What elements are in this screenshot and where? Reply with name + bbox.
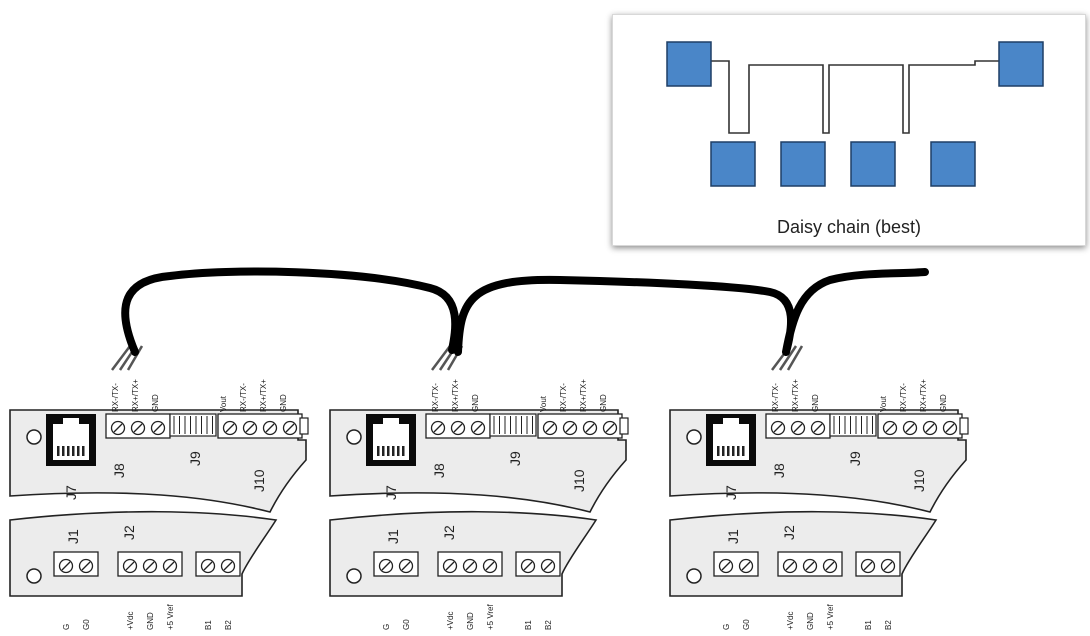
bottom-pin-label: +5 Vref [166,604,175,630]
bottom-pin-label: G [722,624,731,630]
bottom-pin-label: +Vdc [126,612,135,630]
j1-label: J1 [725,529,741,544]
header-j9 [169,413,217,437]
bottom-pin-label: G [62,624,71,630]
j8-pin-label: RX-/TX- [431,383,440,412]
j10-pin-label: GND [599,394,608,412]
j8-pin-label: GND [811,394,820,412]
j10-label: J10 [911,469,927,492]
j10-pin-label: RX+/TX+ [579,379,588,412]
j8-pin-label: RX-/TX- [111,383,120,412]
controller-board-2: RX-/TX- RX+/TX+ GND Vout RX-/TX- RX+/TX+ GND J7… [329,345,629,630]
bottom-pin-label: +Vdc [446,612,455,630]
mounting-hole [686,429,702,445]
j10-pin-label: RX-/TX- [559,383,568,412]
j10-pin-label: RX+/TX+ [259,379,268,412]
j7-label: J7 [723,485,739,500]
j10-label: J10 [251,469,267,492]
daisy-chain-cable [121,267,929,356]
daisy-chain-topology [666,41,1044,187]
bottom-pin-label: GND [466,612,475,630]
j10-pin-label: Vout [219,395,228,412]
j10-pin-label: Vout [539,395,548,412]
bottom-pin-label: +Vdc [786,612,795,630]
j10-pin-label: GND [939,394,948,412]
j8-pin-label: GND [151,394,160,412]
bottom-pin-label: B2 [884,620,893,630]
j8-pin-label: GND [471,394,480,412]
mounting-hole [26,429,42,445]
bottom-pin-label: GND [146,612,155,630]
daisy-chain-inset: Daisy chain (best) [612,14,1086,246]
chain-node-4 [930,141,976,187]
chain-end-node-right [998,41,1044,87]
header-j9 [489,413,537,437]
chain-end-node-left [666,41,712,87]
mounting-hole [26,568,42,584]
j2-label: J2 [121,525,137,540]
j10-pin-label: RX-/TX- [899,383,908,412]
j9-label: J9 [847,451,863,466]
controller-board-1: RX-/TX- RX+/TX+ GND Vout RX-/TX- RX+/TX+ GND J7… [9,345,309,630]
j8-pin-label: RX+/TX+ [791,379,800,412]
j10-label: J10 [571,469,587,492]
bottom-pin-label: G0 [742,619,751,630]
j7-label: J7 [383,485,399,500]
j9-label: J9 [187,451,203,466]
j8-pin-label: RX+/TX+ [451,379,460,412]
bottom-pin-label: G [382,624,391,630]
bottom-pin-label: GND [806,612,815,630]
bottom-pin-label: B1 [524,620,533,630]
j8-label: J8 [111,463,127,478]
mounting-hole [346,568,362,584]
bottom-pin-label: G0 [82,619,91,630]
bottom-pin-label: +5 Vref [486,604,495,630]
bottom-pin-label: +5 Vref [826,604,835,630]
j2-label: J2 [441,525,457,540]
mounting-hole [346,429,362,445]
j10-pin-label: RX+/TX+ [919,379,928,412]
controller-board-3: RX-/TX- RX+/TX+ GND Vout RX-/TX- RX+/TX+ GND J7… [669,345,969,630]
chain-node-3 [850,141,896,187]
j9-label: J9 [507,451,523,466]
header-j9 [829,413,877,437]
j8-label: J8 [431,463,447,478]
chain-node-1 [710,141,756,187]
j2-label: J2 [781,525,797,540]
j8-pin-label: RX+/TX+ [131,379,140,412]
chain-line [711,60,1001,134]
j10-pin-label: RX-/TX- [239,383,248,412]
bottom-pin-label: B1 [204,620,213,630]
j1-label: J1 [65,529,81,544]
chain-node-2 [780,141,826,187]
j7-label: J7 [63,485,79,500]
bottom-pin-label: B2 [224,620,233,630]
mounting-hole [686,568,702,584]
j1-label: J1 [385,529,401,544]
j10-pin-label: GND [279,394,288,412]
j8-pin-label: RX-/TX- [771,383,780,412]
j8-label: J8 [771,463,787,478]
bottom-pin-label: B1 [864,620,873,630]
j10-pin-label: Vout [879,395,888,412]
bottom-pin-label: B2 [544,620,553,630]
bottom-pin-label: G0 [402,619,411,630]
inset-caption: Daisy chain (best) [776,217,922,237]
